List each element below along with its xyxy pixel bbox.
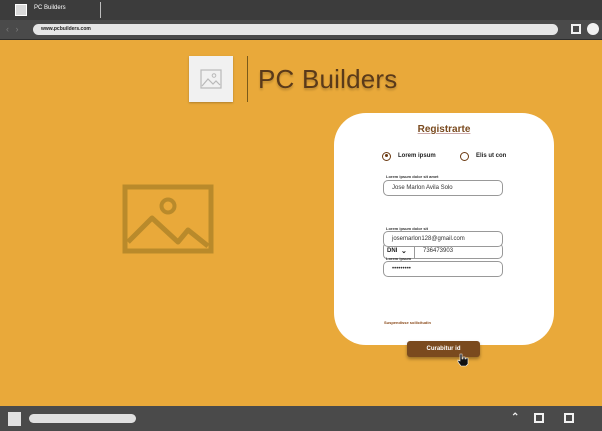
- name-label: Lorem ipsum dolor sit amet: [386, 174, 439, 179]
- window-circle-icon[interactable]: [587, 23, 599, 35]
- url-input[interactable]: www.pcbuilders.com: [33, 24, 558, 35]
- radio-unselected-icon[interactable]: [460, 151, 469, 161]
- image-icon: [200, 69, 222, 89]
- logo-placeholder: [189, 56, 233, 102]
- hand-cursor-icon: [457, 353, 469, 367]
- bottom-window-icon-1[interactable]: [534, 413, 544, 423]
- bottom-square-icon[interactable]: [8, 412, 21, 426]
- submit-button[interactable]: Curabitur id: [407, 341, 480, 357]
- radio-label-1: Lorem ipsum: [398, 153, 436, 159]
- bottom-bar: ⌃: [0, 406, 602, 431]
- page-content: PC Builders Registrarte Lorem ipsum Elis…: [0, 40, 602, 406]
- form-title: Registrarte: [417, 124, 471, 135]
- back-forward-icon[interactable]: ‹ ›: [6, 24, 21, 34]
- url-text: www.pcbuilders.com: [41, 26, 91, 32]
- email-value: josemarlon128@gmail.com: [392, 236, 465, 242]
- name-value: Jose Marlon Avila Solo: [392, 185, 453, 191]
- radio-selected-icon[interactable]: [382, 151, 391, 161]
- email-label: Lorem ipsum dolor sit: [386, 226, 429, 231]
- radio-option-1[interactable]: Lorem ipsum: [382, 151, 436, 161]
- tab-favicon-icon: [15, 4, 27, 16]
- bottom-window-icon-2[interactable]: [564, 413, 574, 423]
- address-bar: ‹ › www.pcbuilders.com: [0, 20, 602, 40]
- password-label: Lorem ipsum: [386, 256, 412, 261]
- email-input[interactable]: josemarlon128@gmail.com: [383, 231, 503, 247]
- doc-type-value: DNI: [387, 248, 398, 254]
- password-value: •••••••••: [392, 266, 411, 272]
- bottom-progress-pill[interactable]: [29, 414, 136, 423]
- radio-option-2[interactable]: Elis ut con: [460, 151, 506, 161]
- hero-image-icon: [122, 184, 214, 254]
- chevron-up-icon[interactable]: ⌃: [511, 412, 520, 423]
- radio-label-2: Elis ut con: [476, 153, 507, 159]
- tab-bar: PC Builders: [0, 0, 602, 20]
- window-square-icon[interactable]: [571, 24, 581, 34]
- chevron-down-icon: ⌄: [401, 248, 407, 255]
- brand-divider: [247, 56, 248, 102]
- tab-title[interactable]: PC Builders: [34, 5, 66, 11]
- password-input[interactable]: •••••••••: [383, 261, 503, 277]
- name-input[interactable]: Jose Marlon Avila Solo: [383, 180, 503, 196]
- brand-name: PC Builders: [258, 64, 398, 94]
- doc-number-value: 736473903: [423, 248, 454, 254]
- register-card: Registrarte Lorem ipsum Elis ut con Lore…: [334, 113, 554, 367]
- helper-text[interactable]: Suspendisse sollicitudin: [384, 320, 431, 325]
- tab-divider: [100, 2, 101, 18]
